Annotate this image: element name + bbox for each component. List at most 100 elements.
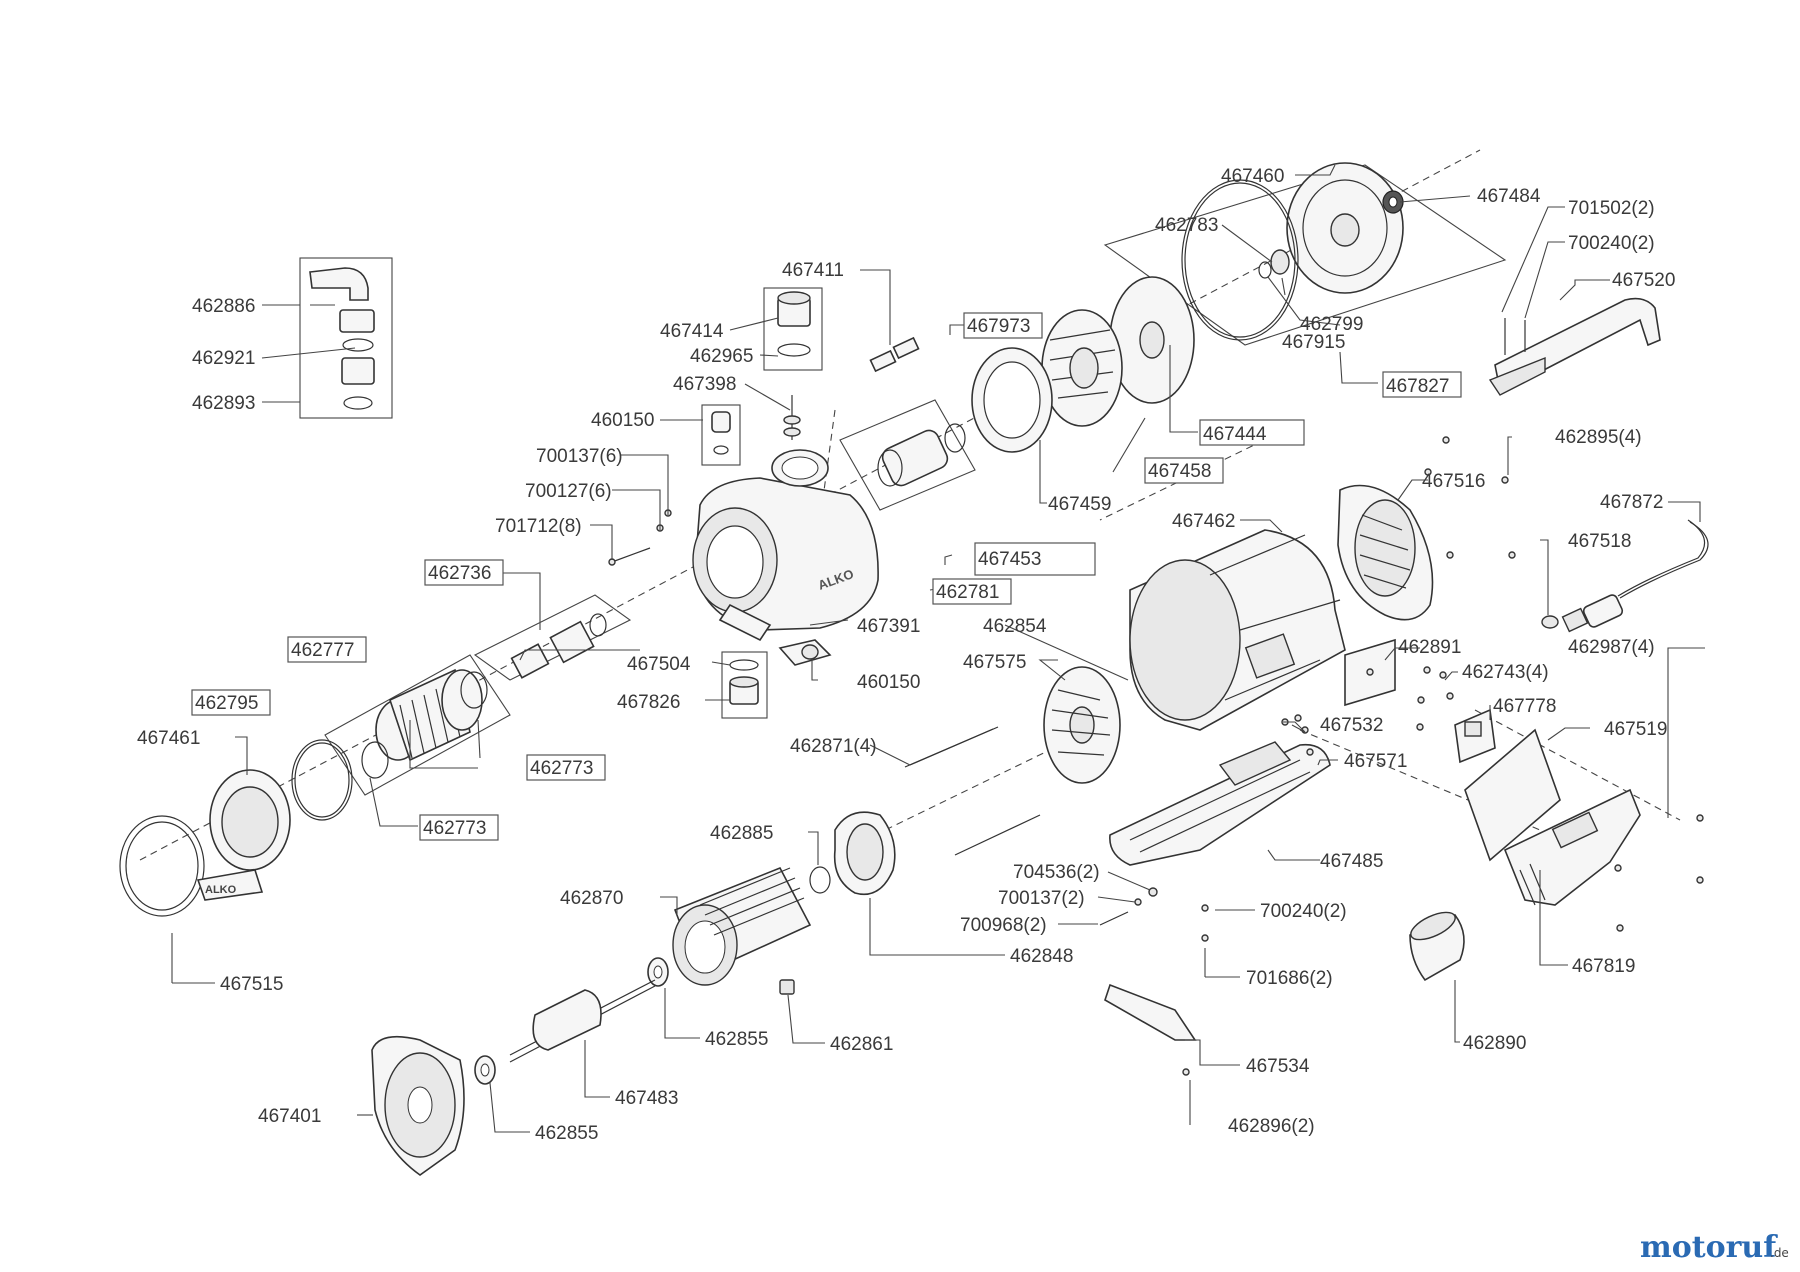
label-462861: 462861 (830, 1034, 893, 1055)
pressure-switch-467411 (869, 336, 920, 373)
label-467401: 467401 (258, 1106, 321, 1127)
label-462799: 462799 (1300, 314, 1363, 335)
pump-housing-467391: ALKO (692, 449, 879, 642)
label-701686: 701686(2) (1246, 968, 1333, 989)
label-700137b: 700137(2) (998, 888, 1085, 909)
label-460150b: 460150 (857, 672, 920, 693)
terminal-462891 (1344, 638, 1396, 707)
label-467461: 467461 (137, 728, 200, 749)
bearing-shield-462848 (833, 811, 896, 895)
label-467484: 467484 (1477, 186, 1541, 207)
group-boxes (299, 164, 1507, 796)
label-467444: 467444 (1203, 424, 1267, 445)
axis-lines (139, 149, 1681, 861)
fill-plug-467414 (777, 291, 811, 357)
bearing-462855b (474, 1055, 496, 1085)
label-462870: 462870 (560, 888, 623, 909)
wrench-brand-text: ALKO (205, 884, 237, 896)
label-467453: 467453 (978, 549, 1041, 570)
label-462783: 462783 (1155, 215, 1218, 236)
circuit-board-467778 (1454, 708, 1496, 764)
label-462890: 462890 (1463, 1033, 1526, 1054)
label-462885: 462885 (710, 823, 773, 844)
watermark-logo: motoruf .de (1640, 1230, 1789, 1265)
label-467483: 467483 (615, 1088, 678, 1109)
label-467534: 467534 (1246, 1056, 1310, 1077)
label-467826: 467826 (617, 692, 680, 713)
hose-fittings-462886 (309, 267, 375, 410)
label-467778: 467778 (1493, 696, 1556, 717)
label-467414: 467414 (660, 321, 724, 342)
label-462773a: 462773 (530, 758, 593, 779)
label-467827: 467827 (1386, 376, 1449, 397)
part-labels: 467460 467484 701502(2) 700240(2) 467520… (137, 166, 1675, 1144)
label-467459: 467459 (1048, 494, 1111, 515)
label-462795: 462795 (195, 693, 258, 714)
end-shield-467401 (371, 1035, 465, 1176)
fasteners-bottom (1099, 436, 1704, 1076)
label-467519: 467519 (1604, 719, 1667, 740)
fan-467575 (1043, 666, 1121, 784)
diffuser-467458 (1041, 309, 1123, 427)
label-467520: 467520 (1612, 270, 1675, 291)
label-467391: 467391 (857, 616, 920, 637)
screw-701712 (608, 509, 672, 566)
plug-460150 (711, 411, 832, 666)
label-467504: 467504 (627, 654, 691, 675)
label-701502: 701502(2) (1568, 198, 1655, 219)
front-cover-467460 (1286, 162, 1404, 294)
base-467485 (1109, 741, 1331, 866)
label-462896: 462896(2) (1228, 1116, 1315, 1137)
ring-467459 (971, 347, 1053, 453)
part-462861 (779, 979, 795, 995)
label-462773b: 462773 (423, 818, 486, 839)
wrench-467515: ALKO (119, 815, 264, 917)
rotor-467483 (509, 979, 656, 1063)
label-467532: 467532 (1320, 715, 1383, 736)
label-462871: 462871(4) (790, 736, 877, 757)
bearing-462855a (647, 957, 669, 987)
label-467915: 467915 (1282, 332, 1345, 353)
grommet-467518 (1541, 615, 1559, 629)
label-467485: 467485 (1320, 851, 1383, 872)
label-462895: 462895(4) (1555, 427, 1642, 448)
impeller-disc-467444 (1109, 276, 1195, 404)
motor-housing-467462 (1129, 529, 1346, 731)
foot-467534 (1104, 983, 1197, 1041)
cylinder-462890 (1409, 911, 1465, 982)
fan-guard-467516 (1337, 484, 1434, 621)
plug-467826 (729, 659, 759, 705)
label-467973: 467973 (967, 316, 1030, 337)
label-462848: 462848 (1010, 946, 1073, 967)
ejector-467453 (877, 423, 966, 487)
label-plate-467519 (1464, 728, 1561, 862)
filter-cover-467461 (209, 769, 291, 871)
label-462855a: 462855 (705, 1029, 768, 1050)
label-467411: 467411 (782, 260, 844, 281)
handle-467520 (1488, 297, 1661, 396)
label-467516: 467516 (1422, 471, 1485, 492)
seal-467484 (1382, 190, 1404, 214)
label-462736: 462736 (428, 563, 491, 584)
label-462987: 462987(4) (1568, 637, 1655, 658)
label-701712: 701712(8) (495, 516, 582, 537)
label-700127: 700127(6) (525, 481, 612, 502)
label-460150a: 460150 (591, 410, 654, 431)
seal-462783 (1258, 249, 1290, 279)
label-700240a: 700240(2) (1568, 233, 1655, 254)
label-467872: 467872 (1600, 492, 1663, 513)
label-462965: 462965 (690, 346, 753, 367)
oring-467915 (1181, 179, 1299, 341)
label-462854: 462854 (983, 616, 1047, 637)
label-467462: 467462 (1172, 511, 1235, 532)
watermark-suffix: .de (1770, 1246, 1789, 1260)
valve-assembly-462736 (510, 613, 607, 679)
label-700137a: 700137(6) (536, 446, 623, 467)
watermark-text: motoruf (1640, 1230, 1778, 1265)
label-467460: 467460 (1221, 166, 1284, 187)
oring-462795 (291, 739, 353, 821)
tie-rods-462871 (904, 726, 1041, 856)
label-700240b: 700240(2) (1260, 901, 1347, 922)
label-467819: 467819 (1572, 956, 1635, 977)
label-boxes (191, 312, 1462, 841)
